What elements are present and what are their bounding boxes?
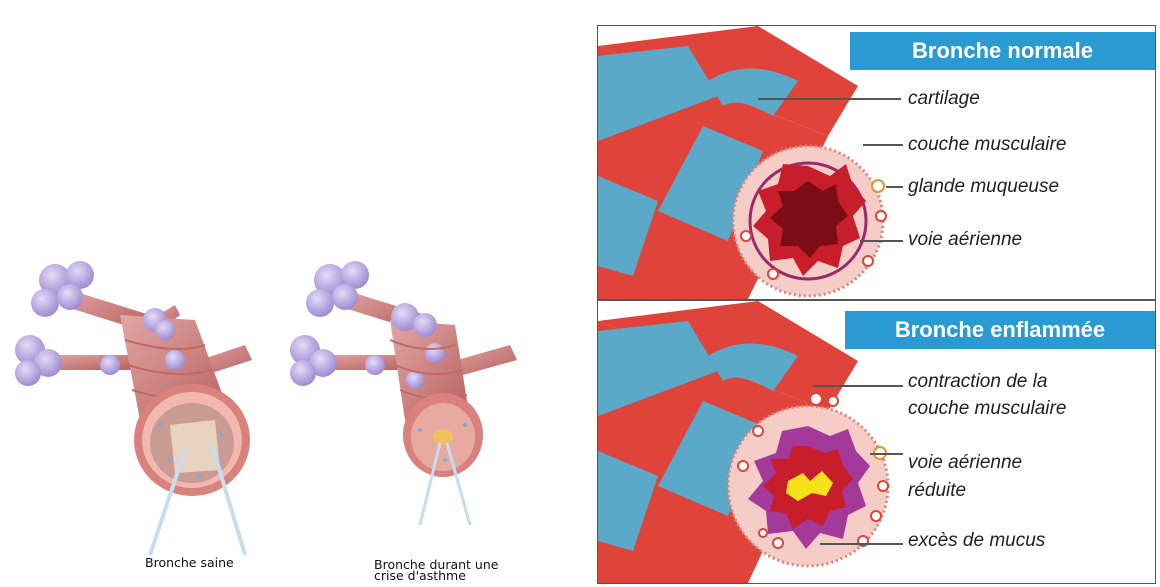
- pointer-line-mucous-gland: [886, 186, 903, 188]
- pointer-line-airway: [860, 240, 903, 242]
- label-reduced-airway-line1: voie aérienne: [908, 452, 1022, 474]
- panel-normal-title: Bronche normale: [850, 32, 1155, 70]
- panel-inflamed-bronchus: Bronche enflammée contraction de la couc…: [597, 300, 1156, 584]
- panel-normal-bronchus: Bronche normale cartilage couche muscula…: [597, 25, 1156, 300]
- caption-healthy-bronchus: Bronche saine: [145, 557, 234, 569]
- panel-inflamed-title: Bronche enflammée: [845, 311, 1155, 349]
- label-excess-mucus: excès de mucus: [908, 530, 1045, 552]
- label-mucous-gland: glande muqueuse: [908, 176, 1059, 198]
- label-muscle-contraction-line2: couche musculaire: [908, 398, 1066, 420]
- pointer-line-cartilage: [758, 98, 901, 100]
- label-muscle-contraction-line1: contraction de la: [908, 371, 1047, 393]
- pointer-line-muscle-layer: [863, 144, 903, 146]
- pointer-line-excess-mucus: [820, 543, 903, 545]
- label-muscle-layer: couche musculaire: [908, 134, 1066, 156]
- healthy-bronchus-illustration: [0, 245, 300, 565]
- label-cartilage: cartilage: [908, 88, 980, 110]
- asthma-bronchus-illustration: [275, 245, 545, 565]
- caption-asthma-bronchus-line2: crise d'asthme: [374, 570, 466, 582]
- pointer-line-reduced-airway: [870, 453, 903, 455]
- pointer-line-muscle-contraction: [813, 385, 903, 387]
- label-reduced-airway-line2: réduite: [908, 480, 966, 502]
- label-airway: voie aérienne: [908, 229, 1022, 251]
